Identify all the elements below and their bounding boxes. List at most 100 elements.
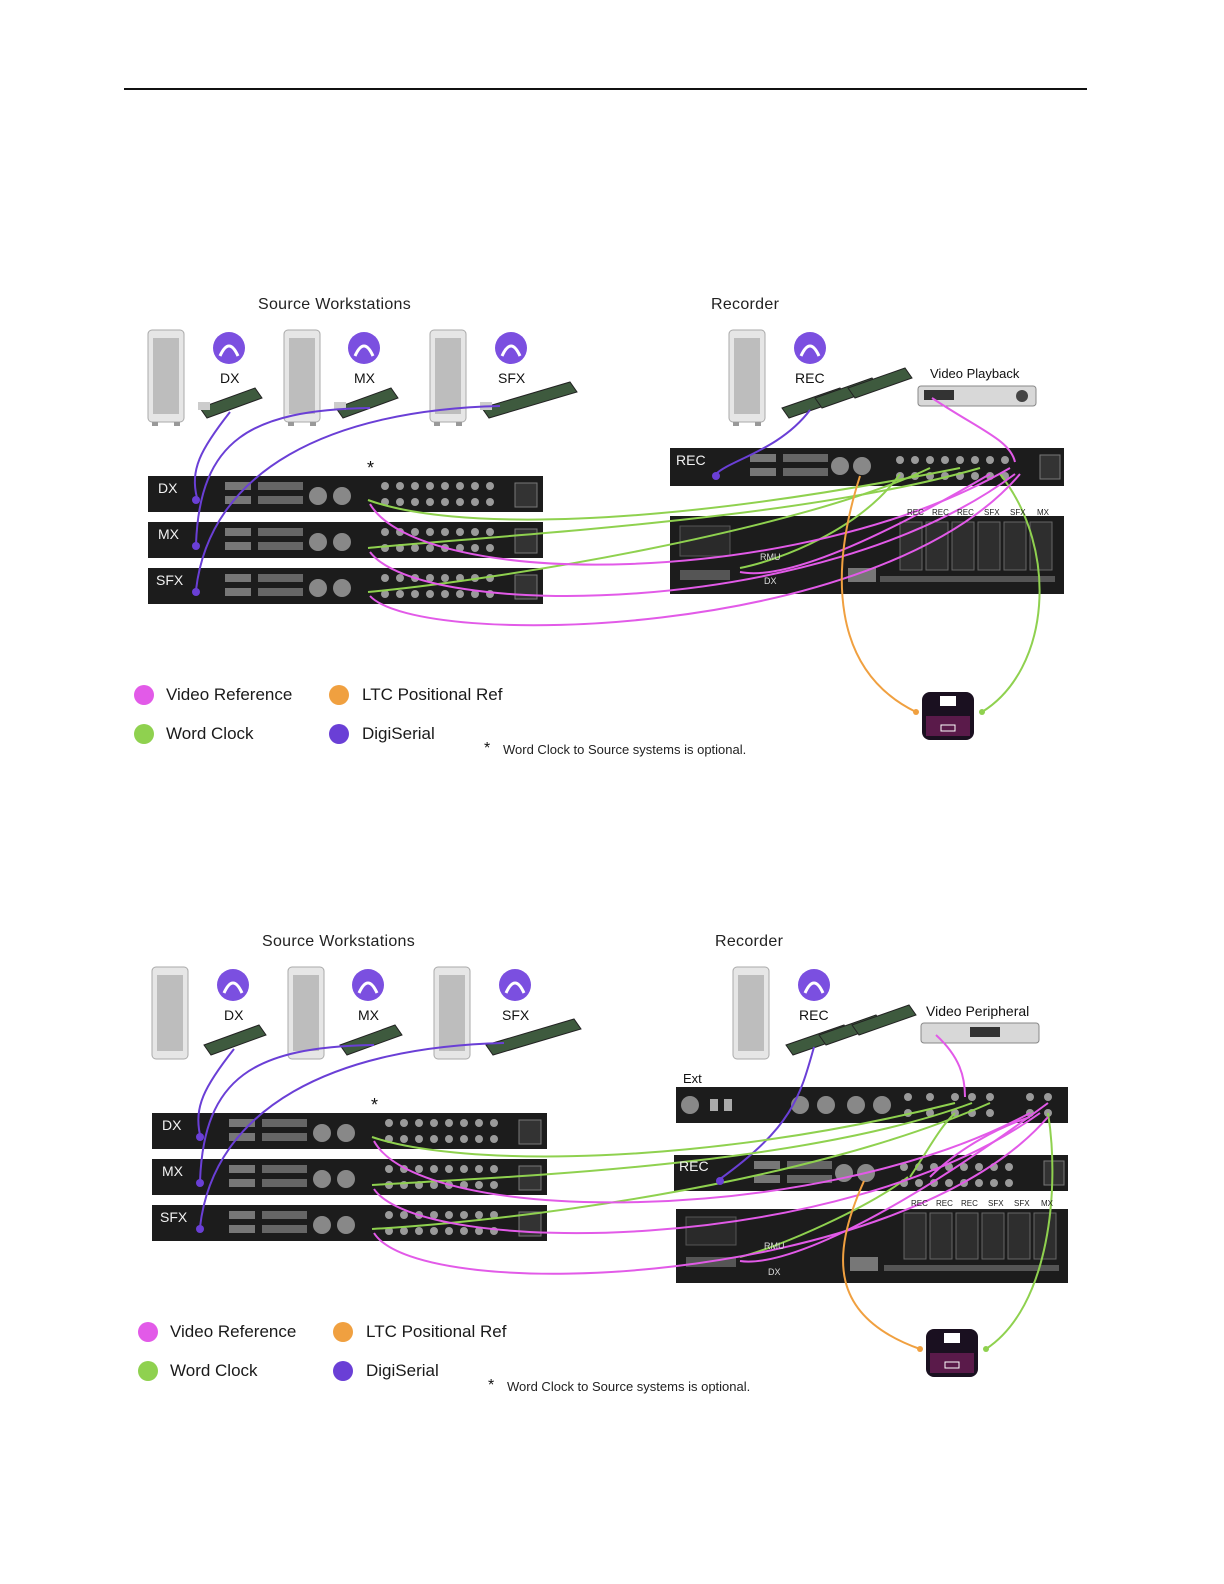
mac-pro-tower-dx [147, 329, 185, 426]
cable-endpoints [192, 472, 985, 715]
slot-label-2: REC [936, 1199, 953, 1208]
mac-pro-tower-sfx [433, 966, 471, 1060]
note-asterisk: * [484, 740, 491, 757]
ext-label: Ext [683, 1071, 702, 1086]
digiserial-cables [197, 1042, 815, 1228]
hdx-card-sfx [480, 381, 578, 419]
legend-dot-digiserial [333, 1361, 353, 1381]
source-rack-mx [152, 1159, 547, 1195]
legend-ltc: LTC Positional Ref [366, 1322, 507, 1341]
rack-label-rec: REC [676, 452, 706, 468]
mac-pro-tower-dx [151, 966, 189, 1060]
recorder-title: Recorder [715, 933, 784, 950]
pro-tools-icon-rec [794, 332, 826, 364]
cable-endpoints [196, 1133, 989, 1352]
legend-video-reference: Video Reference [170, 1322, 297, 1341]
legend-dot-word-clock [134, 724, 154, 744]
dolby-renderer-icon [926, 1329, 978, 1377]
legend-dot-word-clock [138, 1361, 158, 1381]
pro-tools-icon-rec [798, 969, 830, 1001]
mac-pro-tower-rec [732, 966, 770, 1060]
hdx-card-sfx [485, 1018, 582, 1056]
pro-tools-icon-dx [213, 332, 245, 364]
workstation-label-mx: MX [354, 370, 375, 386]
source-rack-dx [152, 1113, 547, 1149]
rmu-rack [676, 1209, 1068, 1283]
mac-pro-tower-rec [728, 329, 766, 426]
source-rack-dx [148, 476, 543, 512]
legend-word-clock: Word Clock [166, 724, 254, 743]
workstation-label-sfx: SFX [498, 370, 526, 386]
workstation-label-sfx: SFX [502, 1007, 530, 1023]
legend-dot-video-reference [134, 685, 154, 705]
recorder-title: Recorder [711, 296, 780, 313]
video-reference-cables [369, 397, 1021, 627]
workstation-label-dx: DX [220, 370, 240, 386]
slot-label-6: MX [1037, 508, 1049, 517]
source-workstations-title: Source Workstations [258, 296, 412, 313]
ltc-cables [840, 475, 917, 713]
legend-dot-digiserial [329, 724, 349, 744]
slot-label-4: SFX [988, 1199, 1004, 1208]
diagram-video-peripheral: Source Workstations Recorder DX MX SFX R… [0, 927, 1224, 1447]
slot-label-1: REC [911, 1199, 928, 1208]
video-playback-label: Video Playback [930, 366, 1020, 381]
rack-label-mx: MX [158, 526, 179, 542]
power-sockets-source [514, 482, 538, 600]
rack-label-sfx: SFX [160, 1209, 188, 1225]
power-sockets-source [518, 1119, 542, 1237]
optional-asterisk: * [371, 1095, 379, 1115]
slot-label-5: SFX [1010, 508, 1026, 517]
workstation-label-dx: DX [224, 1007, 244, 1023]
digiserial-cables [193, 405, 811, 591]
rec-rack [674, 1155, 1068, 1191]
diagram-video-playback: Source Workstations Recorder DX MX SFX R… [0, 290, 1224, 810]
pro-tools-icon-mx [348, 332, 380, 364]
top-rule [124, 88, 1087, 90]
rmu-label: RMU [764, 1241, 785, 1251]
dx-port-label: DX [768, 1267, 781, 1277]
mac-pro-tower-mx [283, 329, 321, 426]
optional-note: Word Clock to Source systems is optional… [503, 742, 747, 757]
legend-video-reference: Video Reference [166, 685, 293, 704]
legend-ltc: LTC Positional Ref [362, 685, 503, 704]
ext-rack [676, 1087, 1068, 1123]
rack-label-sfx: SFX [156, 572, 184, 588]
slot-label-3: REC [961, 1199, 978, 1208]
hdx-cards-rec [785, 1004, 917, 1056]
rack-label-rec: REC [679, 1158, 709, 1174]
legend-dot-video-reference [138, 1322, 158, 1342]
rmu-label: RMU [760, 552, 781, 562]
hdx-cards-rec [781, 367, 913, 419]
optional-note: Word Clock to Source systems is optional… [507, 1379, 751, 1394]
hdx-card-dx [198, 387, 263, 419]
source-rack-mx [148, 522, 543, 558]
word-clock-cables [367, 467, 1041, 713]
source-workstations-title: Source Workstations [262, 933, 416, 950]
rack-label-dx: DX [162, 1117, 182, 1133]
rack-label-dx: DX [158, 480, 178, 496]
rec-rack [670, 448, 1064, 486]
slot-label-1: REC [907, 508, 924, 517]
dx-port-label: DX [764, 576, 777, 586]
slot-label-6: MX [1041, 1199, 1053, 1208]
ltc-cables [842, 1180, 921, 1350]
hdx-card-mx [339, 1024, 403, 1056]
video-peripheral-device [920, 1022, 1040, 1044]
legend-dot-ltc [329, 685, 349, 705]
slot-label-3: REC [957, 508, 974, 517]
video-reference-cables [373, 1034, 1049, 1275]
source-rack-sfx [152, 1205, 547, 1241]
pro-tools-icon-dx [217, 969, 249, 1001]
legend-digiserial: DigiSerial [362, 724, 435, 743]
workstation-label-mx: MX [358, 1007, 379, 1023]
pro-tools-icon-sfx [499, 969, 531, 1001]
workstation-label-rec: REC [795, 370, 825, 386]
bnc-connectors-source [385, 1119, 498, 1235]
rmu-card-slots [903, 1212, 1057, 1260]
legend-digiserial: DigiSerial [366, 1361, 439, 1380]
legend-dot-ltc [333, 1322, 353, 1342]
diagram-2-graphics [151, 966, 1068, 1377]
mac-pro-tower-sfx [429, 329, 467, 426]
hdx-card-mx [334, 387, 399, 419]
